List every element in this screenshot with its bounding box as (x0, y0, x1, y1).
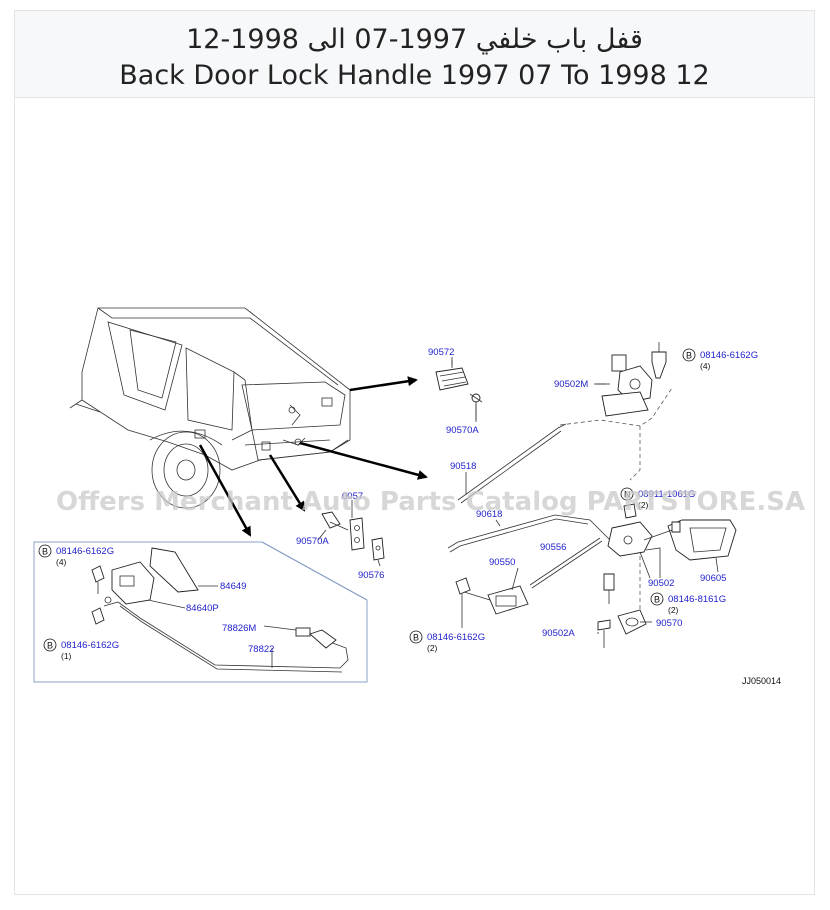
vehicle-illustration (69, 307, 351, 509)
diagram-code: JJ050014 (742, 676, 781, 686)
part-90572-group (435, 360, 483, 420)
title-header: قفل باب خلفي 1997-07 الى 1998-12 Back Do… (15, 11, 814, 98)
label-90518[interactable]: 90518 (450, 461, 476, 472)
b-badge-icon (682, 348, 696, 362)
part-90502M-group (559, 342, 673, 481)
label-84649[interactable]: 84649 (220, 581, 246, 592)
label-90605[interactable]: 90605 (700, 573, 726, 584)
label-90572[interactable]: 90572 (428, 347, 454, 358)
n-badge-letter: N (624, 490, 631, 500)
title-arabic: قفل باب خلفي 1997-07 الى 1998-12 (186, 24, 643, 55)
b-badge-letter: B (686, 351, 692, 361)
b-badge-letter: B (42, 547, 48, 557)
b-badge-letter: B (47, 641, 53, 651)
label-84640P[interactable]: 84640P (186, 603, 219, 614)
inset-qty-top: (4) (56, 557, 67, 567)
label-90570A-top[interactable]: 90570A (446, 425, 479, 436)
qty-bottom: (2) (427, 643, 438, 653)
label-08146-6162G-top[interactable]: 08146-6162G (700, 350, 758, 361)
label-90618[interactable]: 90618 (476, 509, 502, 520)
label-90570[interactable]: 90570 (656, 618, 682, 629)
label-08146-6162G-bottom[interactable]: 08146-6162G (427, 632, 485, 643)
label-90576[interactable]: 90576 (358, 570, 384, 581)
b-badge-icon (650, 592, 664, 606)
label-90502A[interactable]: 90502A (542, 628, 575, 639)
catalog-frame: قفل باب خلفي 1997-07 الى 1998-12 Back Do… (14, 10, 815, 895)
label-90502M[interactable]: 90502M (554, 379, 588, 390)
label-78826M[interactable]: 78826M (222, 623, 256, 634)
label-08911-1061G[interactable]: 08911-1061G (638, 489, 695, 500)
watermark: Offers Merchant Auto Parts Catalog PARTS… (56, 487, 805, 517)
qty-8161: (2) (668, 605, 679, 615)
label-inset-08146-bottom[interactable]: 08146-6162G (61, 640, 119, 651)
inset-group (33, 541, 368, 683)
lock-assembly-group (455, 503, 737, 648)
n-badge-icon (620, 487, 634, 501)
label-90556[interactable]: 90556 (540, 542, 566, 553)
b-badge-letter: B (654, 595, 660, 605)
label-inset-08146-top[interactable]: 08146-6162G (56, 546, 114, 557)
title-english: Back Door Lock Handle 1997 07 To 1998 12 (119, 60, 710, 91)
b-badge-icon (38, 544, 52, 558)
qty-n: (2) (638, 500, 649, 510)
label-90550[interactable]: 90550 (489, 557, 515, 568)
rod-group (447, 423, 611, 589)
inset-qty-bottom: (1) (61, 651, 72, 661)
b-badge-letter: B (413, 633, 419, 643)
part-90576-group (321, 500, 385, 561)
label-78822[interactable]: 78822 (248, 644, 274, 655)
qty-top: (4) (700, 361, 711, 371)
b-badge-icon (43, 638, 57, 652)
label-90502[interactable]: 90502 (648, 578, 674, 589)
label-08146-8161G[interactable]: 08146-8161G (668, 594, 726, 605)
callout-arrows (198, 376, 428, 537)
label-90570A-mid[interactable]: 90570A (296, 536, 329, 547)
label-0057[interactable]: 0057 (342, 491, 363, 502)
b-badge-icon (409, 630, 423, 644)
leader-lines (263, 357, 719, 668)
